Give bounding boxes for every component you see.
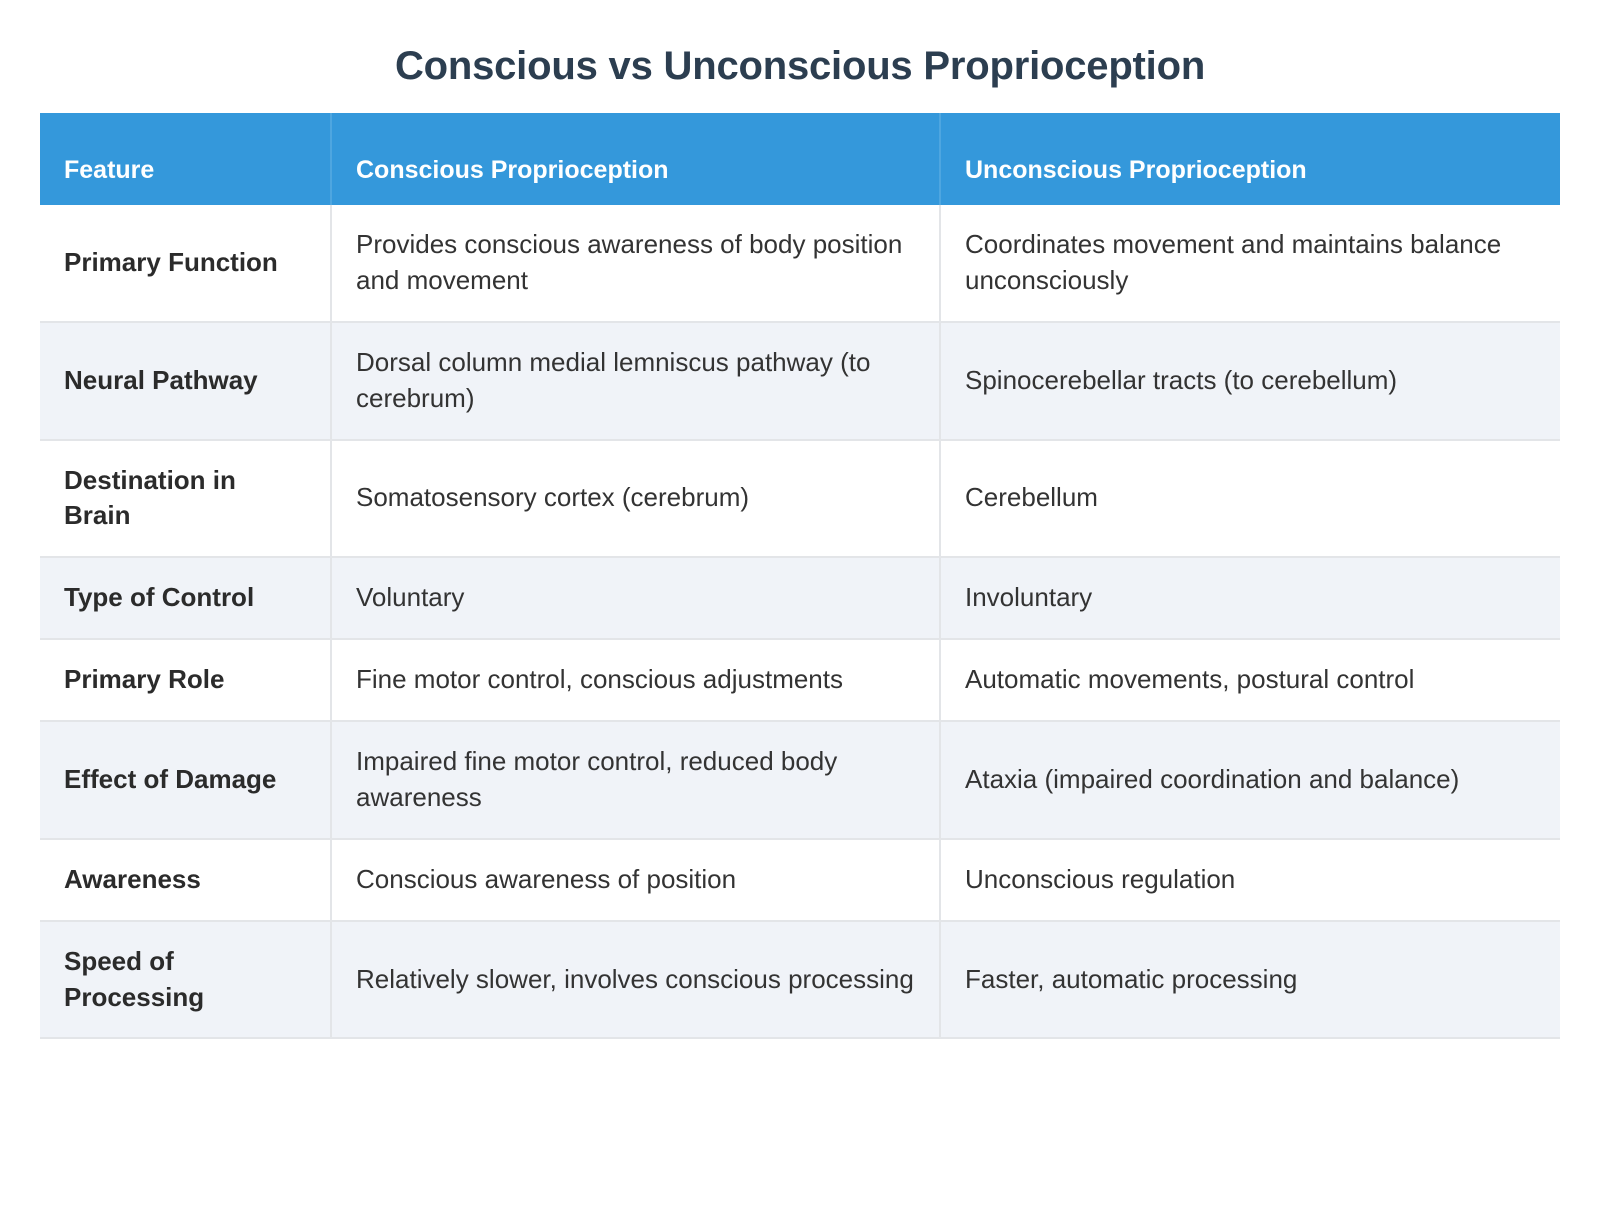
cell-feature: Destination in Brain (40, 439, 332, 559)
cell-feature: Neural Pathway (40, 321, 332, 441)
cell-conscious: Somatosensory cortex (cerebrum) (331, 439, 941, 559)
table-header-row: Feature Conscious Proprioception Unconsc… (40, 113, 1560, 205)
cell-conscious: Impaired fine motor control, reduced bod… (331, 721, 941, 840)
cell-conscious: Conscious awareness of position (331, 838, 941, 922)
cell-unconscious: Ataxia (impaired coordination and balanc… (940, 721, 1560, 840)
cell-unconscious: Involuntary (940, 557, 1560, 641)
cell-unconscious: Coordinates movement and maintains balan… (940, 205, 1560, 323)
cell-unconscious: Automatic movements, postural control (940, 639, 1560, 722)
table-header: Feature Conscious Proprioception Unconsc… (40, 113, 1560, 205)
cell-feature: Effect of Damage (40, 721, 332, 840)
cell-feature: Speed of Processing (40, 920, 332, 1040)
comparison-table: Feature Conscious Proprioception Unconsc… (40, 113, 1560, 1040)
cell-unconscious: Faster, automatic processing (940, 920, 1560, 1040)
cell-unconscious: Cerebellum (940, 439, 1560, 559)
cell-unconscious: Unconscious regulation (940, 838, 1560, 922)
comparison-table-container: Feature Conscious Proprioception Unconsc… (40, 113, 1560, 1040)
cell-feature: Awareness (40, 838, 332, 922)
cell-conscious: Relatively slower, involves conscious pr… (331, 920, 941, 1040)
cell-unconscious: Spinocerebellar tracts (to cerebellum) (940, 321, 1560, 441)
cell-feature: Primary Role (40, 639, 332, 722)
cell-conscious: Fine motor control, conscious adjustment… (331, 639, 941, 722)
column-header-feature: Feature (40, 113, 331, 205)
cell-feature: Type of Control (40, 557, 332, 641)
page-title: Conscious vs Unconscious Proprioception (394, 44, 1206, 88)
column-header-conscious: Conscious Proprioception (330, 113, 940, 205)
cell-feature: Primary Function (40, 205, 332, 323)
column-header-unconscious: Unconscious Proprioception (939, 113, 1560, 205)
cell-conscious: Provides conscious awareness of body pos… (331, 205, 941, 323)
cell-conscious: Dorsal column medial lemniscus pathway (… (331, 321, 941, 441)
cell-conscious: Voluntary (331, 557, 941, 641)
